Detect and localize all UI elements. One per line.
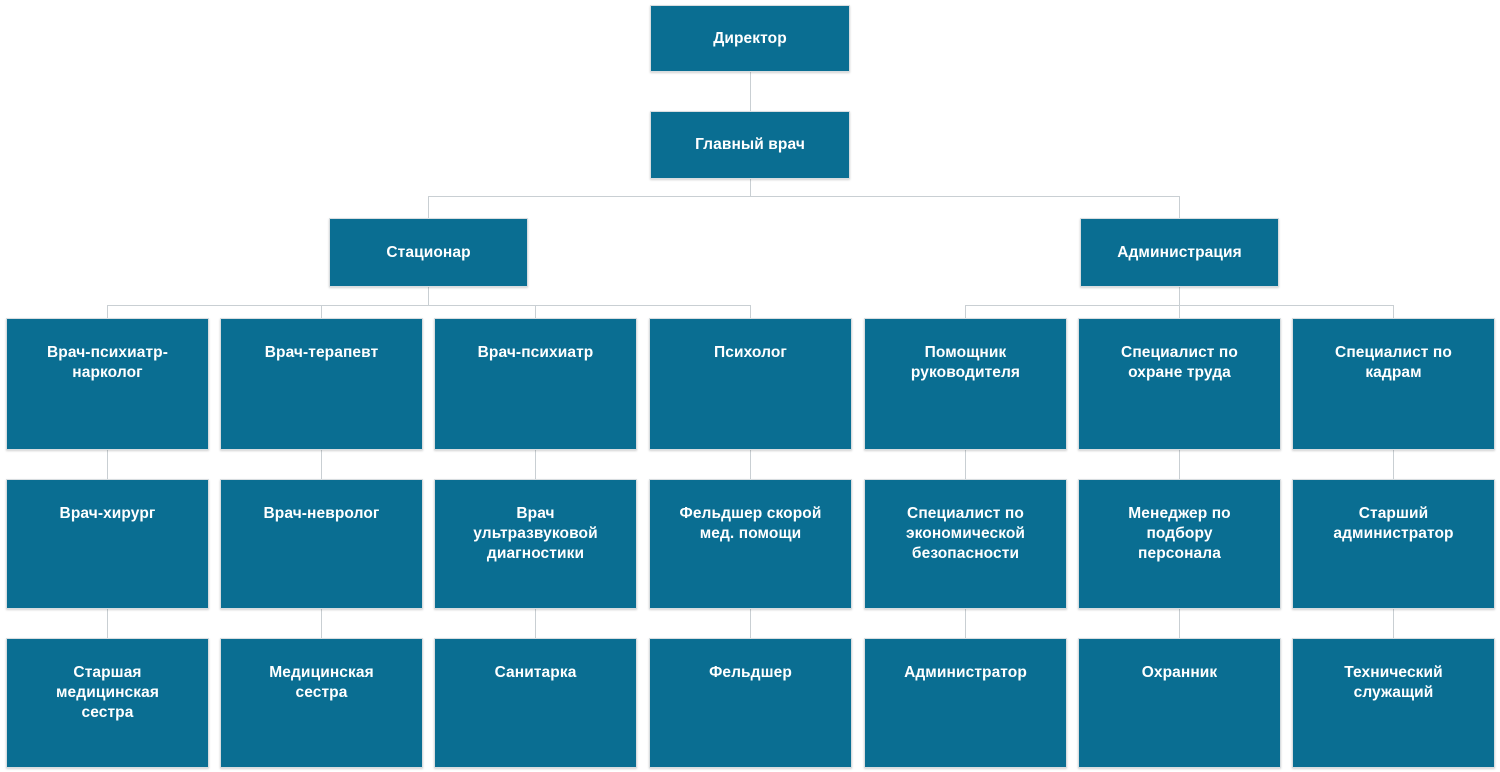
node-administration-label: Администрация [1117,243,1242,261]
node-row4-col4-label: Фельдшер скорой мед. помощи [679,505,822,542]
node-row3-col1-label: Врач-психиатр- нарколог [47,344,168,381]
node-row3-col5[interactable]: Помощник руководителя [864,318,1067,450]
node-row3-col3[interactable]: Врач-психиатр [434,318,637,450]
node-row5-col2-label: Медицинская сестра [269,664,374,701]
node-row5-col4[interactable]: Фельдшер [649,638,852,768]
node-row3-col3-label: Врач-психиатр [477,344,594,361]
node-row5-col3-label: Санитарка [494,664,577,681]
node-hospital-label: Стационар [386,243,471,261]
connector-administration-drop-1 [965,305,966,318]
node-row3-col6[interactable]: Специалист по охране труда [1078,318,1281,450]
connector-administration-drop-2 [1179,305,1180,318]
node-row5-col5[interactable]: Администратор [864,638,1067,768]
connector-row4-row5-col3 [535,609,536,638]
connector-row4-row5-col4 [750,609,751,638]
connector-row4-row5-col6 [1179,609,1180,638]
node-row4-col3[interactable]: Врач ультразвуковой диагностики [434,479,637,609]
node-row4-col5[interactable]: Специалист по экономической безопасности [864,479,1067,609]
node-row4-col2[interactable]: Врач-невролог [220,479,423,609]
node-chief-doctor-label: Главный врач [695,136,805,154]
connector-hospital-drop-1 [107,305,108,318]
node-row5-col6[interactable]: Охранник [1078,638,1281,768]
node-row4-col2-label: Врач-невролог [263,505,380,522]
connector-row3-row4-col1 [107,450,108,479]
connector-row4-row5-col2 [321,609,322,638]
node-chief-doctor[interactable]: Главный врач [650,111,850,179]
connector-hospital-drop-2 [321,305,322,318]
node-row5-col5-label: Администратор [904,664,1027,681]
node-director-label: Директор [713,29,787,47]
connector-chief-stem [750,179,751,196]
node-row4-col1-label: Врач-хирург [59,505,156,522]
connector-row4-row5-col1 [107,609,108,638]
connector-row4-row5-col7 [1393,609,1394,638]
node-row5-col6-label: Охранник [1141,664,1218,681]
node-row3-col2-label: Врач-терапевт [264,344,379,361]
node-hospital[interactable]: Стационар [329,218,528,287]
node-row5-col1[interactable]: Старшая медицинская сестра [6,638,209,768]
node-row3-col4[interactable]: Психолог [649,318,852,450]
node-administration[interactable]: Администрация [1080,218,1279,287]
node-row3-col1[interactable]: Врач-психиатр- нарколог [6,318,209,450]
connector-row3-row4-col4 [750,450,751,479]
connector-hospital-stem [428,287,429,305]
connector-row3-row4-col2 [321,450,322,479]
node-row4-col7[interactable]: Старший администратор [1292,479,1495,609]
node-row4-col6[interactable]: Менеджер по подбору персонала [1078,479,1281,609]
connector-to-administration [1179,196,1180,218]
connector-to-hospital [428,196,429,218]
connector-hospital-drop-3 [535,305,536,318]
node-row5-col7[interactable]: Технический служащий [1292,638,1495,768]
connector-row4-row5-col5 [965,609,966,638]
connector-row3-row4-col3 [535,450,536,479]
connector-director-to-chief [750,72,751,111]
connector-administration-drop-3 [1393,305,1394,318]
node-row4-col6-label: Менеджер по подбору персонала [1128,505,1231,562]
node-row4-col3-label: Врач ультразвуковой диагностики [473,505,598,562]
node-row4-col7-label: Старший администратор [1333,505,1454,542]
node-row4-col4[interactable]: Фельдшер скорой мед. помощи [649,479,852,609]
node-row3-col4-label: Психолог [714,344,787,361]
node-row5-col2[interactable]: Медицинская сестра [220,638,423,768]
node-director[interactable]: Директор [650,5,850,72]
connector-hospital-drop-4 [750,305,751,318]
node-row5-col1-label: Старшая медицинская сестра [55,664,159,721]
connector-level2-bus [428,196,1180,197]
node-row4-col1[interactable]: Врач-хирург [6,479,209,609]
node-row4-col5-label: Специалист по экономической безопасности [905,505,1026,562]
node-row5-col7-label: Технический служащий [1344,664,1443,701]
connector-hospital-bus [107,305,751,306]
node-row3-col7-label: Специалист по кадрам [1335,344,1452,381]
node-row3-col2[interactable]: Врач-терапевт [220,318,423,450]
node-row5-col4-label: Фельдшер [709,664,792,681]
node-row3-col7[interactable]: Специалист по кадрам [1292,318,1495,450]
connector-administration-stem [1179,287,1180,305]
node-row3-col5-label: Помощник руководителя [910,344,1021,381]
connector-row3-row4-col5 [965,450,966,479]
node-row3-col6-label: Специалист по охране труда [1121,344,1238,381]
connector-row3-row4-col6 [1179,450,1180,479]
node-row5-col3[interactable]: Санитарка [434,638,637,768]
connector-row3-row4-col7 [1393,450,1394,479]
